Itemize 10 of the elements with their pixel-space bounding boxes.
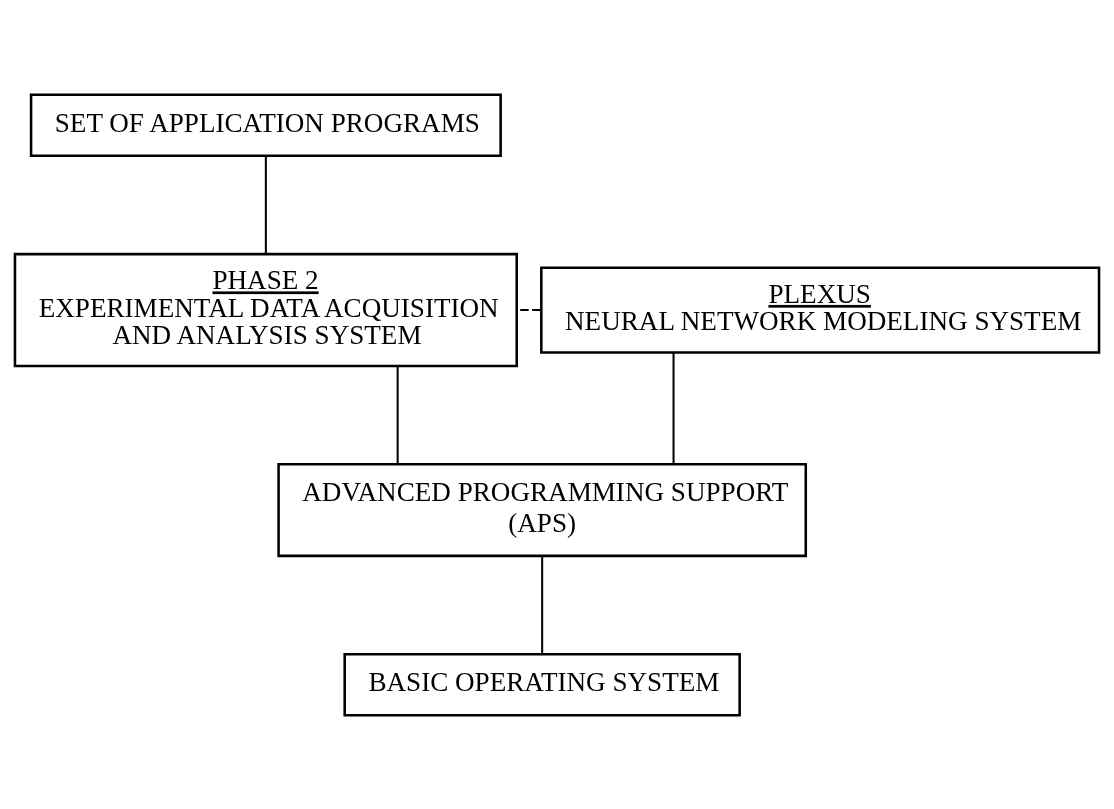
node-box: BASIC OPERATING SYSTEM bbox=[343, 652, 741, 716]
node-box: PHASE 2 EXPERIMENTAL DATA ACQUISITION AND ANALYSIS SYSTEM bbox=[13, 252, 518, 367]
connector bbox=[396, 365, 399, 464]
node-box: PLEXUS NEURAL NETWORK MODELING SYSTEM bbox=[540, 265, 1101, 354]
node-box: ADVANCED PROGRAMMING SUPPORT (APS) bbox=[277, 462, 808, 557]
node-box: SET OF APPLICATION PROGRAMS bbox=[29, 93, 502, 157]
connector bbox=[517, 308, 541, 311]
connector bbox=[672, 352, 675, 464]
connector bbox=[264, 156, 267, 254]
connector bbox=[541, 555, 544, 654]
